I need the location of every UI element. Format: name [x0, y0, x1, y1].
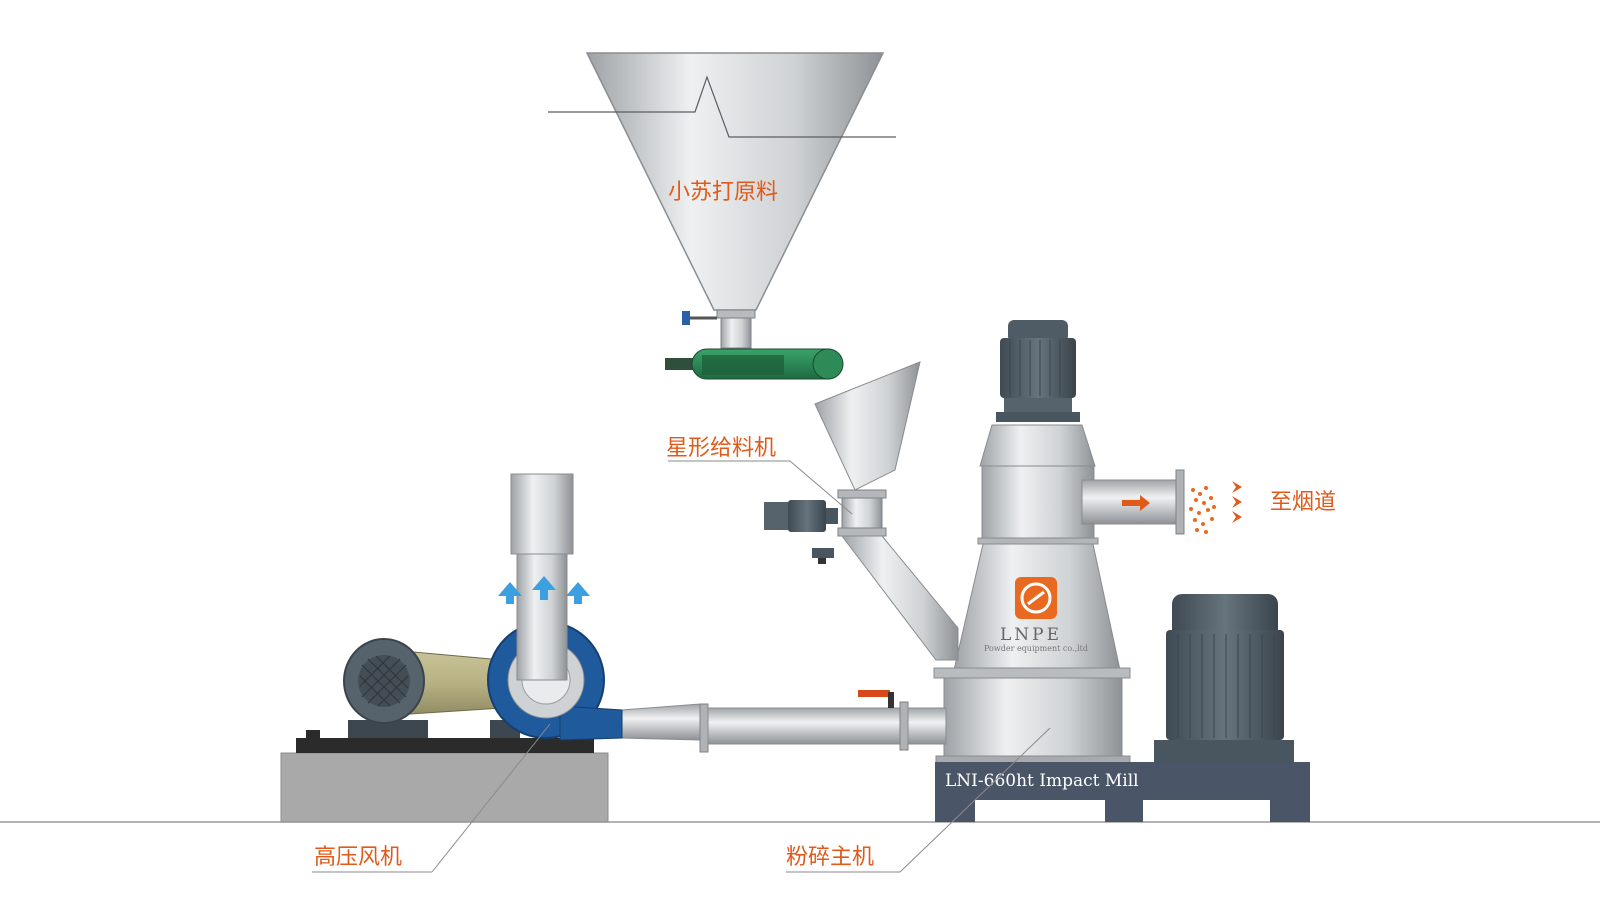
mill-top-motor	[996, 320, 1080, 422]
blower-label: 高压风机	[314, 845, 402, 870]
star-feeder-label: 星形给料机	[666, 436, 776, 461]
main-mill-label: 粉碎主机	[786, 845, 874, 870]
to-chimney-label: 至烟道	[1270, 490, 1336, 515]
blower-leader-diag	[431, 723, 551, 873]
air-intake-arrows-icon	[498, 576, 590, 604]
raw-material-hopper	[548, 52, 896, 349]
star-feeder-leader-diag	[789, 460, 853, 515]
screw-feeder	[665, 348, 844, 380]
outlet-duct	[1081, 469, 1185, 535]
mill-model-name: LNI-660ht Impact Mill	[945, 771, 1139, 791]
exhaust-arrows-icon	[1232, 481, 1242, 523]
material-level-line	[548, 75, 896, 138]
logo-brand: LNPE	[1000, 625, 1062, 645]
raw-material-label: 小苏打原料	[668, 180, 778, 205]
high-pressure-blower	[280, 473, 623, 823]
star-feeder	[764, 361, 959, 661]
inlet-pipe	[621, 690, 947, 753]
mill-base-frame: LNI-660ht Impact Mill	[935, 762, 1310, 822]
flow-arrow-icon	[1122, 495, 1150, 511]
logo-subtitle: Powder equipment co.,ltd	[984, 644, 1088, 653]
lnpe-logo: LNPE Powder equipment co.,ltd	[984, 577, 1088, 653]
classifier-motor	[1154, 594, 1294, 762]
dust-particles	[1189, 486, 1216, 534]
main-mill-leader-diag	[899, 727, 1051, 873]
